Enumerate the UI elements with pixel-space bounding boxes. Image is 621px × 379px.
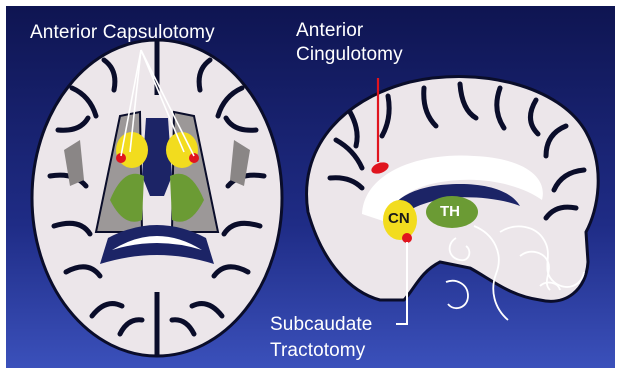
subcaudate-tractotomy-label-line2: Tractotomy [270, 340, 365, 362]
tractotomy-lesion [402, 233, 412, 243]
subcaudate-tractotomy-label-line1: Subcaudate [270, 314, 372, 336]
anterior-cingulotomy-label-line2: Cingulotomy [296, 44, 403, 66]
thalamus-label: TH [440, 203, 460, 220]
caudate-nucleus-label: CN [388, 210, 410, 227]
anterior-capsulotomy-label: Anterior Capsulotomy [30, 22, 215, 44]
anterior-cingulotomy-label-line1: Anterior [296, 20, 363, 42]
axial-brain-section [32, 40, 282, 356]
